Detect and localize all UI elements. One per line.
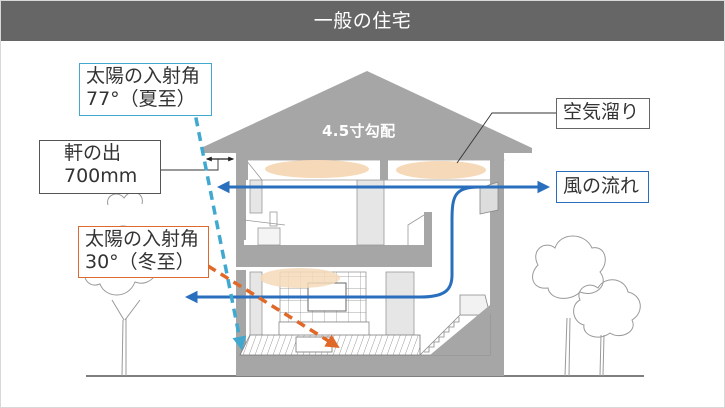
house-wall-left-lower [236, 270, 246, 355]
summer-sun-ray [188, 87, 247, 351]
air-pocket-label: 空気溜り [556, 98, 650, 129]
winter-sun-angle-label: 太陽の入射角 30°（冬至） [78, 226, 209, 278]
summer-sun-angle-label: 太陽の入射角 77°（夏至） [79, 63, 212, 116]
air-pocket-right [396, 161, 486, 179]
house-wall-left-upper [236, 180, 246, 240]
eave-overhang-value: 700mm [64, 165, 138, 187]
tree-left-icon [83, 191, 158, 377]
air-pocket-left [265, 160, 369, 178]
house-floor-base [236, 355, 504, 376]
wind-flow-curve [184, 185, 481, 304]
eave-overhang-title: 軒の出 [64, 142, 122, 164]
summer-sun-angle-value: 77°（夏至） [86, 88, 196, 110]
second-floor-slab [236, 245, 432, 267]
air-pocket-lower [260, 268, 340, 288]
winter-sun-angle-title: 太陽の入射角 [85, 228, 200, 250]
tree-right-icon [532, 235, 641, 377]
roof [201, 71, 532, 153]
wind-flow-label: 風の流れ [556, 171, 649, 203]
winter-sun-ray [207, 264, 340, 348]
winter-sun-angle-value: 30°（冬至） [85, 251, 195, 273]
roof-pitch-label: 4.5寸勾配 [322, 122, 396, 140]
air-pocket-leader [456, 112, 556, 164]
eave-overhang-label: 軒の出 700mm [39, 140, 161, 194]
summer-sun-angle-title: 太陽の入射角 [86, 65, 201, 87]
house-wall-right [490, 180, 504, 376]
page-title: 一般の住宅 [1, 1, 724, 41]
eave-leader [161, 159, 219, 171]
